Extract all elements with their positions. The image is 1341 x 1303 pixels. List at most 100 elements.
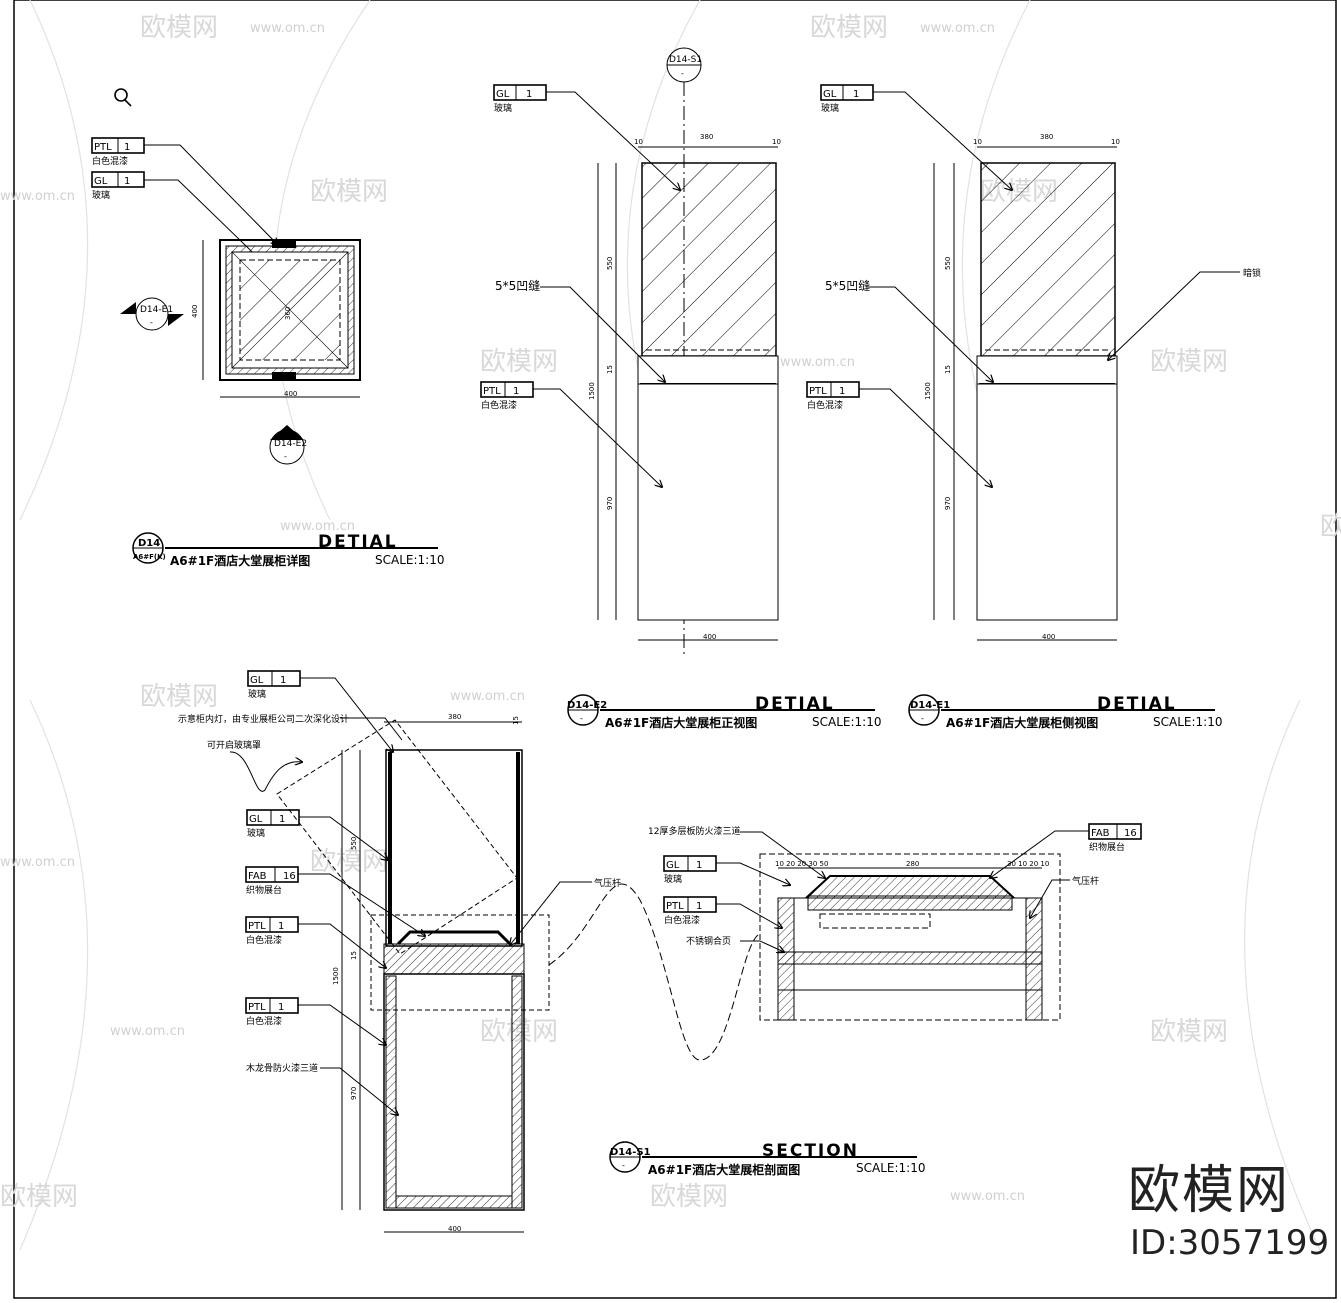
- svg-text:400: 400: [448, 1225, 461, 1233]
- svg-text:白色混漆: 白色混漆: [481, 399, 517, 411]
- svg-text:10: 10: [1111, 138, 1120, 146]
- material-tag: PTL 1 白色混漆: [806, 381, 860, 411]
- enlarged-detail: 10 20 20 30 50 280 30 10 20 10 12厚多层板防火漆…: [648, 823, 1142, 1021]
- svg-text:PTL: PTL: [483, 386, 501, 397]
- svg-text:550: 550: [350, 837, 358, 850]
- svg-text:1: 1: [526, 89, 532, 100]
- svg-text:15: 15: [944, 365, 952, 374]
- svg-text:PTL: PTL: [248, 921, 266, 932]
- marker-code: D14-E2: [274, 439, 307, 449]
- svg-text:-: -: [622, 1161, 625, 1170]
- elevation-marker[interactable]: D14-E2 -: [269, 425, 307, 465]
- drawing-title: D14-E2 - DETIAL A6#1F酒店大堂展柜正视图 SCALE:1:1…: [567, 694, 881, 730]
- material-tag: PTL 1 白色混漆: [480, 381, 534, 411]
- svg-text:15: 15: [512, 716, 520, 725]
- svg-text:白色混漆: 白色混漆: [664, 914, 700, 926]
- svg-text:970: 970: [606, 497, 614, 510]
- svg-text:-: -: [580, 714, 583, 723]
- tag-num: 1: [124, 176, 130, 187]
- watermark-text-layer: 欧模网 欧模网 欧模网 欧模网 欧模网 欧模网 欧模网 欧模网 欧模网 欧模网 …: [0, 13, 1341, 1212]
- watermark-site: www.om.cn: [110, 1024, 185, 1039]
- tag-label: 白色混漆: [92, 155, 128, 167]
- watermark-brand: 欧模网: [310, 847, 388, 877]
- dim-depth: 400: [191, 305, 199, 318]
- svg-text:PTL: PTL: [666, 901, 684, 912]
- svg-text:FAB: FAB: [248, 871, 267, 882]
- svg-text:400: 400: [1042, 633, 1055, 641]
- svg-text:GL: GL: [666, 860, 680, 871]
- material-tag: GL 1 玻璃: [493, 84, 547, 114]
- svg-text:GL: GL: [250, 675, 264, 686]
- front-elevation: D14-S1 - GL 1 玻璃 5*5凹缝 PTL 1 白色混漆 10 380: [480, 47, 881, 730]
- material-tag: GL 1 玻璃: [246, 809, 300, 839]
- svg-text:10: 10: [772, 138, 781, 146]
- svg-text:A6#1F酒店大堂展柜侧视图: A6#1F酒店大堂展柜侧视图: [946, 715, 1098, 730]
- zoom-icon[interactable]: [114, 88, 132, 107]
- svg-text:GL: GL: [496, 89, 510, 100]
- svg-text:玻璃: 玻璃: [247, 827, 265, 839]
- svg-text:1500: 1500: [332, 967, 340, 985]
- watermark-brand: 欧模网: [480, 347, 558, 377]
- dim-inner: 360: [284, 307, 292, 320]
- svg-text:白色混漆: 白色混漆: [246, 934, 282, 946]
- svg-text:D14-E2: D14-E2: [567, 700, 607, 711]
- dim-width: 400: [284, 390, 297, 398]
- svg-text:白色混漆: 白色混漆: [246, 1015, 282, 1027]
- svg-text:1: 1: [696, 860, 702, 871]
- svg-text:A6#1F酒店大堂展柜正视图: A6#1F酒店大堂展柜正视图: [605, 715, 757, 730]
- section-marker[interactable]: D14-S1 -: [666, 47, 702, 83]
- svg-text:织物展台: 织物展台: [246, 884, 282, 896]
- note-groove: 5*5凹缝: [495, 278, 540, 293]
- watermark-brand: 欧模网: [810, 13, 888, 43]
- watermark-brand: 欧模网: [650, 1182, 728, 1212]
- material-tag: GL 1 玻璃: [91, 171, 145, 201]
- svg-text:FAB: FAB: [1091, 828, 1110, 839]
- svg-text:1: 1: [839, 386, 845, 397]
- watermark-brand-large: 欧模网: [1128, 1161, 1291, 1221]
- svg-text:15: 15: [606, 365, 614, 374]
- section-view: GL 1 玻璃 示意柜内灯，由专业展柜公司二次深化设计 可开启玻璃罩 380 1…: [178, 670, 1142, 1233]
- watermark-site: www.om.cn: [950, 1189, 1025, 1204]
- material-tag: GL 1 玻璃: [663, 855, 717, 885]
- elevation-marker[interactable]: D14-E1 -: [120, 297, 184, 331]
- svg-text:1: 1: [513, 386, 519, 397]
- svg-text:10 20 20 30 50: 10 20 20 30 50: [775, 860, 828, 868]
- svg-text:970: 970: [350, 1087, 358, 1100]
- drawing-title: D14 A6#F(K) DETIAL A6#1F酒店大堂展柜详图 SCALE:1…: [132, 532, 444, 568]
- svg-text:1500: 1500: [924, 382, 932, 400]
- note-lock: 暗锁: [1243, 267, 1261, 279]
- tag-label: 玻璃: [92, 189, 110, 201]
- svg-text:玻璃: 玻璃: [821, 102, 839, 114]
- watermark-site: www.om.cn: [280, 519, 355, 534]
- svg-text:SECTION: SECTION: [762, 1141, 859, 1161]
- watermark-site: www.om.cn: [920, 21, 995, 36]
- tag-code: PTL: [94, 142, 112, 153]
- title-code: D14: [138, 538, 160, 549]
- svg-text:1: 1: [278, 1002, 284, 1013]
- svg-text:1: 1: [279, 814, 285, 825]
- svg-text:380: 380: [700, 133, 713, 141]
- watermark-brand: 欧模网: [0, 1182, 78, 1212]
- svg-text:玻璃: 玻璃: [248, 688, 266, 700]
- watermark-site: www.om.cn: [780, 355, 855, 370]
- material-tag: FAB 16 织物展台: [1088, 823, 1142, 853]
- watermark-brand: 欧模网: [1150, 347, 1228, 377]
- note-steel: 不锈钢合页: [686, 935, 731, 947]
- svg-text:10: 10: [634, 138, 643, 146]
- svg-text:30 10 20 10: 30 10 20 10: [1007, 860, 1049, 868]
- svg-text:GL: GL: [823, 89, 837, 100]
- svg-text:5*5凹缝: 5*5凹缝: [825, 278, 870, 293]
- title-scale: SCALE:1:10: [375, 553, 444, 567]
- note-wood: 木龙骨防火漆三道: [246, 1062, 318, 1074]
- svg-text:1: 1: [278, 921, 284, 932]
- marker-code: D14-S1: [669, 55, 702, 65]
- svg-text:280: 280: [906, 860, 919, 868]
- watermark-site: www.om.cn: [450, 689, 525, 704]
- svg-text:D14-E1: D14-E1: [910, 700, 950, 711]
- title-sub: A6#F(K): [133, 553, 166, 561]
- svg-text:A6#1F酒店大堂展柜剖面图: A6#1F酒店大堂展柜剖面图: [648, 1162, 800, 1177]
- material-tag: GL 1 玻璃: [820, 84, 874, 114]
- svg-text:380: 380: [1040, 133, 1053, 141]
- watermark-site: www.om.cn: [0, 855, 75, 870]
